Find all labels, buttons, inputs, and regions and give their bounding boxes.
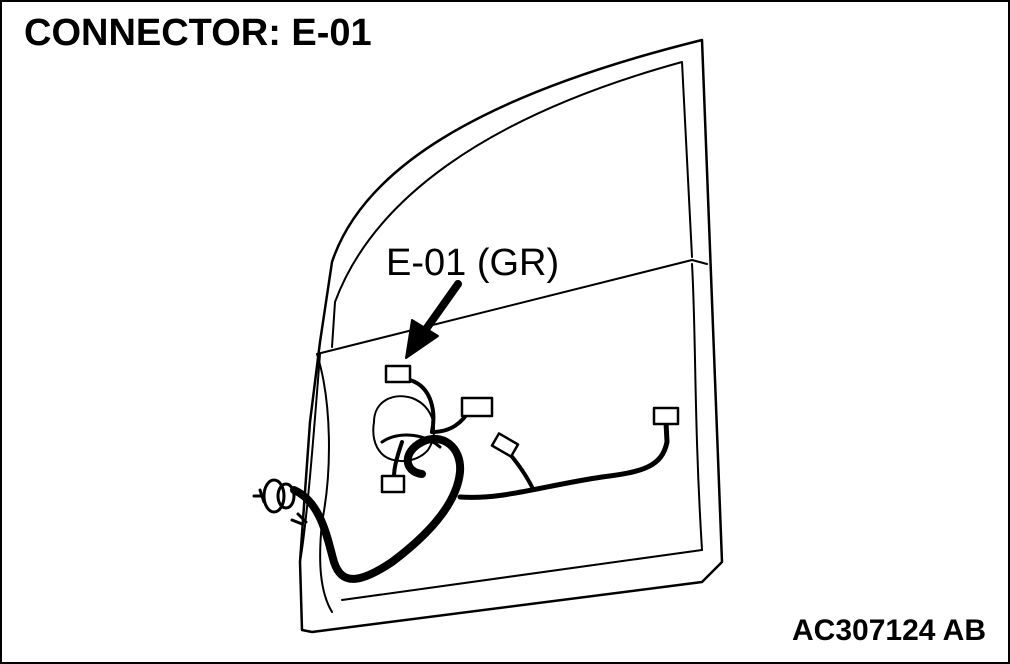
door-front-flange bbox=[299, 353, 321, 563]
door-grommet bbox=[252, 478, 308, 526]
connector-rear bbox=[652, 406, 680, 426]
window-sill bbox=[331, 301, 336, 348]
harness-branch-rear bbox=[457, 419, 670, 500]
belt-line bbox=[316, 259, 708, 355]
door-outer-outline bbox=[298, 38, 724, 634]
harness-branch-upper bbox=[408, 378, 436, 434]
door-inner-edge bbox=[341, 549, 703, 601]
callout-arrow bbox=[420, 280, 462, 336]
window-frame-inner bbox=[334, 61, 693, 303]
service-hole bbox=[372, 395, 436, 462]
harness-inner-loop bbox=[380, 433, 442, 449]
connector-small bbox=[490, 432, 520, 458]
main-harness bbox=[290, 434, 465, 583]
figure-id: AC307124 AB bbox=[792, 614, 986, 647]
connector-mid bbox=[460, 396, 494, 418]
door-front-edge bbox=[316, 353, 333, 613]
connector-e01 bbox=[384, 364, 412, 384]
harness-branch-lower bbox=[392, 440, 404, 479]
connector-lower bbox=[380, 474, 406, 494]
callout-arrowhead bbox=[405, 319, 439, 359]
door-rear-edge bbox=[691, 263, 703, 551]
connector-callout-label: E-01 (GR) bbox=[386, 242, 560, 284]
diagram-title: CONNECTOR: E-01 bbox=[24, 12, 372, 54]
